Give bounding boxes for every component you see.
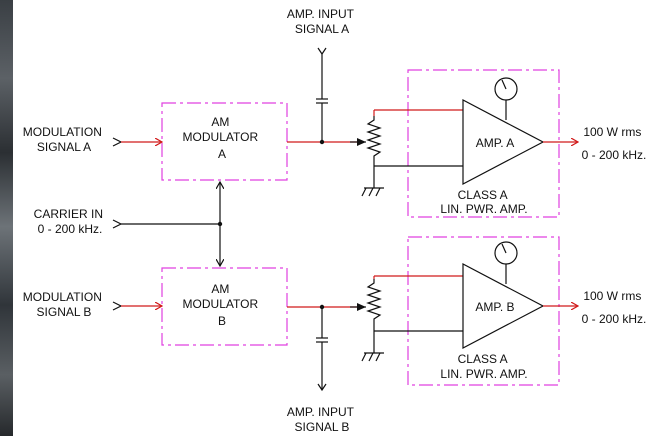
meter-b-icon (494, 241, 518, 265)
meter-a-icon (494, 77, 518, 101)
amplifier-b (462, 241, 578, 349)
amplifier-a (462, 77, 578, 185)
modulator-a-output (287, 109, 463, 197)
modulation-a-label: MODULATION SIGNAL A (23, 125, 105, 154)
modulator-b-label: AM MODULATOR B (183, 282, 262, 328)
output-a-label: 100 W rms 0 - 200 kHz. (582, 125, 647, 162)
modulation-b-label: MODULATION SIGNAL B (23, 290, 105, 319)
amp-input-a-line (316, 47, 328, 142)
amp-input-b-line (316, 307, 328, 392)
carrier-lines (112, 182, 222, 266)
amp-b-enclosure (407, 236, 560, 386)
amp-b-label: AMP. B (475, 300, 514, 314)
amp-a-label: AMP. A (476, 136, 514, 150)
modulator-a-label: AM MODULATOR A (183, 115, 262, 161)
modulator-b-output (287, 275, 463, 362)
class-a-label-top: CLASS A LIN. PWR. AMP. (440, 188, 527, 216)
class-a-label-bottom: CLASS A LIN. PWR. AMP. (440, 352, 527, 381)
amp-input-a-label: AMP. INPUT SIGNAL A (287, 7, 357, 36)
amp-a-enclosure (407, 69, 560, 218)
modulation-a-arrow (112, 137, 162, 147)
carrier-label: CARRIER IN 0 - 200 kHz. (34, 207, 107, 236)
modulation-b-arrow (112, 301, 162, 311)
amp-input-b-label: AMP. INPUT SIGNAL B (287, 405, 357, 434)
background-photo-strip (0, 0, 13, 436)
output-b-label: 100 W rms 0 - 200 kHz. (582, 289, 647, 326)
